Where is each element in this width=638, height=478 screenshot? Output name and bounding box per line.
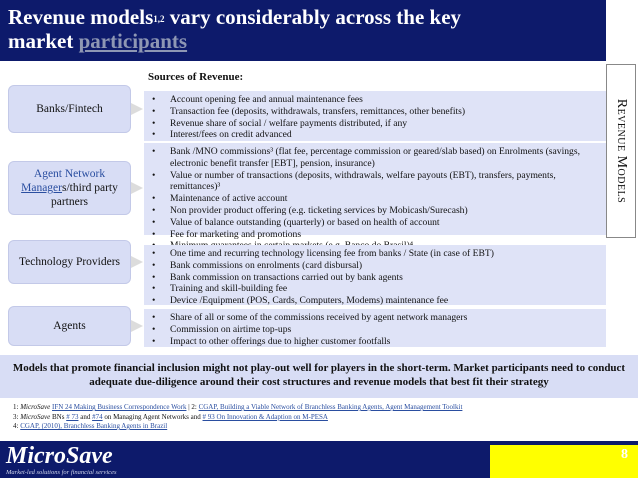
footnote-line-1: 1: MicroSave IFN 24 Making Business Corr…: [13, 403, 633, 413]
category-agents: Agents: [8, 306, 131, 346]
list-item: Non provider product offering (e.g. tick…: [152, 205, 600, 217]
list-item: Impact to other offerings due to higher …: [152, 336, 600, 348]
footnote-link-cgap-toolkit[interactable]: CGAP, Building a Viable Network of Branc…: [198, 403, 463, 411]
footnote-link-cgap-brazil[interactable]: CGAP, (2010), Branchless Banking Agents …: [20, 422, 168, 430]
footnote-text: BNs: [50, 412, 67, 421]
title-part-3: market: [8, 29, 79, 53]
arrow-connector: [131, 256, 143, 268]
footnote-number: 1:: [13, 403, 21, 411]
key-message: Models that promote financial inclusion …: [0, 355, 638, 398]
arrow-connector: [131, 103, 143, 115]
list-item: One time and recurring technology licens…: [152, 248, 600, 260]
revenue-list: Share of all or some of the commissions …: [152, 312, 600, 347]
footnote-separator: | 2:: [186, 403, 199, 411]
list-item: Revenue share of social / welfare paymen…: [152, 118, 600, 130]
list-item: Value of balance outstanding (quarterly)…: [152, 217, 600, 229]
side-label-text: Revenue Models: [614, 98, 629, 204]
list-item: Training and skill-building fee: [152, 283, 600, 295]
footnote-number: 4:: [13, 422, 21, 430]
list-item: Transaction fee (deposits, withdrawals, …: [152, 106, 600, 118]
revenue-list: One time and recurring technology licens…: [152, 248, 600, 307]
footnote-line-2: 3: MicroSave BNs # 73 and #74 on Managin…: [13, 413, 633, 423]
title-superscript: 1,2: [153, 14, 165, 24]
list-item: Bank /MNO commissions³ (flat fee, percen…: [152, 146, 600, 170]
revenue-box-banks: Account opening fee and annual maintenan…: [144, 91, 606, 141]
footnote-line-3: 4: CGAP, (2010), Branchless Banking Agen…: [13, 422, 633, 432]
sources-heading: Sources of Revenue:: [148, 71, 244, 83]
managers-link[interactable]: Manager: [21, 182, 62, 194]
yellow-accent-block: [490, 445, 638, 478]
category-label: Agents: [53, 320, 86, 332]
list-item: Fee for marketing and promotions: [152, 229, 600, 241]
footnote-source: MicroSave: [20, 403, 51, 411]
revenue-box-technology: One time and recurring technology licens…: [144, 245, 606, 307]
revenue-list: Bank /MNO commissions³ (flat fee, percen…: [152, 146, 600, 252]
revenue-box-agents: Share of all or some of the commissions …: [144, 309, 606, 347]
category-label-line3: partners: [50, 196, 89, 208]
list-item: Device /Equipment (POS, Cards, Computers…: [152, 295, 600, 307]
footnote-link-bn93[interactable]: # 93 On Innovation & Adaption on M-PESA: [202, 412, 328, 421]
title-part-2: vary considerably across the key: [164, 5, 462, 29]
agent-network-link[interactable]: Agent Network: [33, 168, 106, 180]
title-part-1: Revenue models: [8, 5, 154, 29]
category-label-block: Agent Network Managers/third party partn…: [21, 167, 118, 209]
list-item: Bank commissions on enrolments (card dis…: [152, 260, 600, 272]
list-item: Share of all or some of the commissions …: [152, 312, 600, 324]
footer-bar: MicroSave Market-led solutions for finan…: [0, 441, 638, 478]
arrow-connector: [131, 182, 143, 194]
list-item: Interest/fees on credit advanced: [152, 129, 600, 141]
slide-title: Revenue models1,2 vary considerably acro…: [8, 5, 598, 53]
microsave-logo: MicroSave: [6, 443, 113, 469]
title-bar: Revenue models1,2 vary considerably acro…: [0, 0, 606, 61]
logo-tagline: Market-led solutions for financial servi…: [6, 469, 117, 476]
list-item: Value or number of transactions (deposit…: [152, 170, 600, 194]
list-item: Account opening fee and annual maintenan…: [152, 94, 600, 106]
revenue-models-side-label: Revenue Models: [606, 64, 636, 238]
footnote-link-bn73[interactable]: # 73: [66, 412, 79, 421]
category-agent-network-managers: Agent Network Managers/third party partn…: [8, 161, 131, 215]
arrow-connector: [131, 320, 143, 332]
footnote-text: on Managing Agent Networks and: [102, 412, 203, 421]
list-item: Bank commission on transactions carried …: [152, 272, 600, 284]
footnote-text: and: [78, 412, 93, 421]
footnote-number: 3:: [13, 412, 21, 421]
list-item: Maintenance of active account: [152, 193, 600, 205]
category-label: Banks/Fintech: [36, 103, 103, 115]
list-item: Commission on airtime top-ups: [152, 324, 600, 336]
footnote-source: MicroSave: [20, 412, 51, 421]
revenue-list: Account opening fee and annual maintenan…: [152, 94, 600, 141]
footnote-link-ifn24[interactable]: IFN 24 Making Business Correspondence Wo…: [52, 403, 187, 411]
category-banks-fintech: Banks/Fintech: [8, 85, 131, 133]
title-participants-link[interactable]: participants: [78, 29, 188, 53]
footnotes: 1: MicroSave IFN 24 Making Business Corr…: [13, 403, 633, 432]
category-label: Technology Providers: [18, 256, 121, 268]
footnote-link-bn74[interactable]: #74: [92, 412, 103, 421]
category-label-rest: s/third party: [61, 182, 118, 194]
category-technology-providers: Technology Providers: [8, 240, 131, 284]
page-number: 8: [621, 447, 628, 462]
revenue-box-agent-network: Bank /MNO commissions³ (flat fee, percen…: [144, 143, 606, 252]
